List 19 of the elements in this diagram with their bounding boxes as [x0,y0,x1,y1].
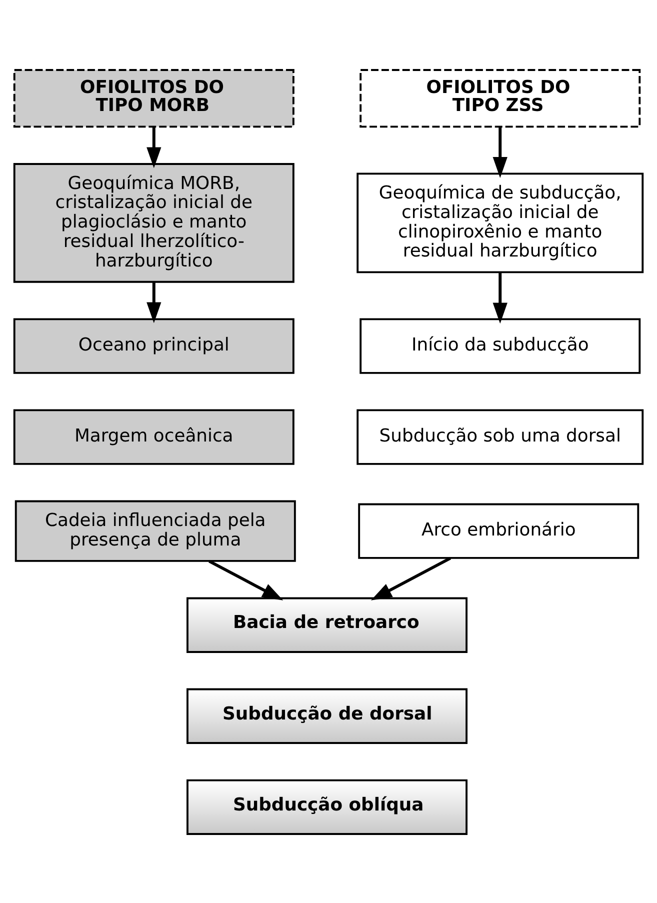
node-box: Oceano principal [13,318,294,374]
node-box: OFIOLITOS DO TIPO ZSS [360,68,641,128]
node-box: Geoquímica MORB, cristalização inicial de plagioclásio e manto residual lherzolítico-harzburgítico [13,162,294,282]
arrow [146,282,162,323]
arrow [492,272,508,324]
node-box: Subducção de dorsal [186,688,468,744]
arrow [370,556,452,600]
node-box: Início da subducção [360,318,641,374]
arrow [146,126,162,168]
node-box: OFIOLITOS DO TIPO MORB [13,68,294,128]
arrow [492,126,508,178]
node-box: Bacia de retroarco [186,596,468,652]
arrow [208,559,284,600]
node-box: Subducção oblíqua [186,778,468,834]
node-box: Subducção sob uma dorsal [356,408,644,464]
node-box: Margem oceânica [13,408,294,464]
node-box: Cadeia influenciada pela presença de pluma [14,500,296,562]
node-box: Geoquímica de subducção, cristalização inicial de clinopiroxênio e manto residual harzburgítico [356,172,644,273]
node-box: Arco embrionário [358,502,640,558]
